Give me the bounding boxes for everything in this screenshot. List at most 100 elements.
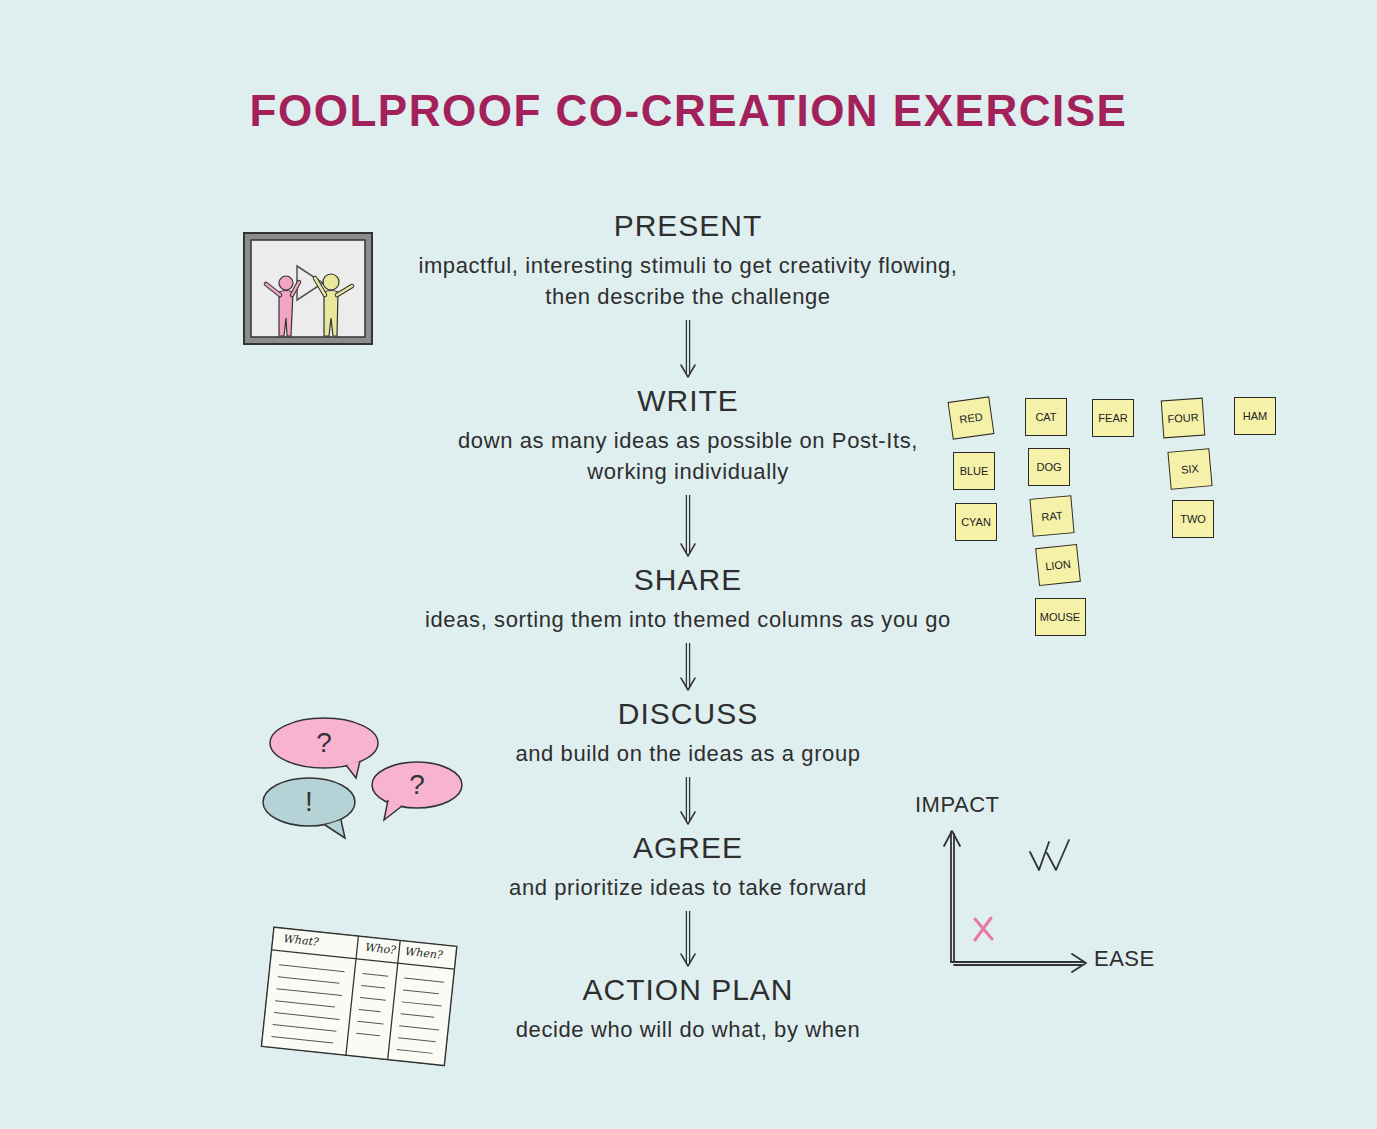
- note-text: CAT: [1035, 411, 1056, 423]
- figure-arms: [315, 278, 352, 295]
- speech-bubble: ?: [268, 716, 380, 770]
- step-heading: ACTION PLAN: [516, 972, 861, 1008]
- arrow-shaft: [686, 777, 687, 821]
- frame-border: [244, 233, 372, 344]
- action-table: What?Who?When?: [260, 926, 458, 1067]
- step-description: down as many ideas as possible on Post-I…: [458, 425, 918, 487]
- step-block: ACTION PLAN decide who will do what, by w…: [516, 972, 861, 1045]
- bubble-tail: [325, 820, 345, 838]
- figure-arms: [266, 282, 299, 295]
- sticky-note: RED: [948, 396, 995, 439]
- bubble-tail-outline: [384, 800, 402, 820]
- sticky-note: BLUE: [953, 452, 995, 490]
- arrow-shaft: [686, 320, 687, 374]
- figure-body: [324, 291, 338, 337]
- bubble-tail-outline: [346, 761, 360, 778]
- note-text: FOUR: [1167, 411, 1199, 425]
- note-text: CYAN: [961, 516, 991, 528]
- bubble-text: !: [261, 776, 357, 828]
- note-text: DOG: [1036, 461, 1061, 473]
- note-text: RAT: [1041, 509, 1063, 523]
- step-heading: WRITE: [458, 383, 918, 419]
- note-text: BLUE: [960, 465, 989, 477]
- sticky-note: HAM: [1234, 397, 1276, 435]
- flow-arrow: [681, 911, 695, 966]
- axis-arrow: [944, 831, 960, 846]
- bubble-text: ?: [370, 760, 464, 810]
- arrow-shaft: [689, 320, 690, 374]
- table-border: [261, 927, 457, 1066]
- sticky-note: DOG: [1028, 448, 1070, 486]
- figure-body: [279, 291, 293, 337]
- sticky-note: LION: [1035, 544, 1081, 586]
- step-description: impactful, interesting stimuli to get cr…: [403, 250, 973, 312]
- axis-arrow: [1072, 954, 1086, 972]
- step-heading: PRESENT: [403, 208, 973, 244]
- flow-arrow: [681, 643, 695, 690]
- sticky-note: FEAR: [1092, 399, 1134, 437]
- speech-bubble: ?: [370, 760, 464, 810]
- note-text: HAM: [1243, 410, 1267, 422]
- cross-mark: [975, 918, 992, 940]
- arrow-head: [681, 678, 695, 690]
- flow-arrow: [681, 777, 695, 824]
- sticky-note: CYAN: [955, 503, 997, 541]
- bubble-tail-outline: [325, 820, 345, 838]
- step-description: decide who will do what, by when: [516, 1014, 861, 1045]
- arrow-head: [681, 954, 695, 966]
- arrow-shaft: [686, 643, 687, 687]
- diagram-title: FOOLPROOF CO-CREATION EXERCISE: [0, 86, 1377, 136]
- check-marks: [1030, 840, 1069, 870]
- video-frame: [244, 233, 372, 344]
- table-grid: [261, 927, 457, 1066]
- note-text: LION: [1045, 558, 1072, 573]
- figure-head: [279, 276, 293, 290]
- step-description: ideas, sorting them into themed columns …: [425, 604, 951, 635]
- bubble-tail: [384, 800, 402, 820]
- table-scribbles: [271, 965, 444, 1054]
- arrow-shaft: [686, 911, 687, 963]
- step-heading: AGREE: [509, 830, 867, 866]
- sticky-note: TWO: [1172, 500, 1214, 538]
- step-heading: SHARE: [425, 562, 951, 598]
- sticky-note: CAT: [1025, 398, 1067, 436]
- arrow-shaft: [689, 495, 690, 553]
- note-text: RED: [959, 410, 984, 425]
- note-text: TWO: [1180, 513, 1206, 525]
- step-block: WRITE down as many ideas as possible on P…: [458, 383, 918, 487]
- axis-line: [951, 962, 1084, 965]
- figure-arms: [315, 278, 352, 295]
- note-text: MOUSE: [1040, 611, 1080, 623]
- step-block: PRESENT impactful, interesting stimuli to…: [403, 208, 973, 312]
- arrow-head: [681, 365, 695, 377]
- arrow-shaft: [689, 643, 690, 687]
- bubble-tail: [346, 761, 360, 778]
- axis-label: IMPACT: [915, 792, 999, 818]
- axis-line: [951, 832, 954, 962]
- step-block: DISCUSS and build on the ideas as a group: [515, 696, 860, 769]
- step-block: SHARE ideas, sorting them into themed col…: [425, 562, 951, 635]
- sticky-note: RAT: [1029, 495, 1074, 537]
- figure-arms: [266, 282, 299, 295]
- flow-arrow: [681, 495, 695, 556]
- arrow-shaft: [689, 777, 690, 821]
- note-text: FEAR: [1098, 412, 1127, 424]
- axis-label: EASE: [1094, 946, 1155, 972]
- frame-screen: [251, 240, 365, 337]
- step-description: and prioritize ideas to take forward: [509, 872, 867, 903]
- step-block: AGREE and prioritize ideas to take forwar…: [509, 830, 867, 903]
- speech-bubble: !: [261, 776, 357, 828]
- figure-head: [323, 274, 339, 290]
- impact-ease-chart: [944, 831, 1086, 972]
- step-heading: DISCUSS: [515, 696, 860, 732]
- note-text: SIX: [1181, 462, 1200, 476]
- flow-arrow: [681, 320, 695, 377]
- arrow-head: [681, 812, 695, 824]
- arrow-shaft: [689, 911, 690, 963]
- sticky-note: SIX: [1167, 448, 1212, 490]
- sticky-note: FOUR: [1161, 398, 1206, 439]
- arrow-head: [681, 544, 695, 556]
- bubble-text: ?: [268, 716, 380, 770]
- arrow-shaft: [686, 495, 687, 553]
- step-description: and build on the ideas as a group: [515, 738, 860, 769]
